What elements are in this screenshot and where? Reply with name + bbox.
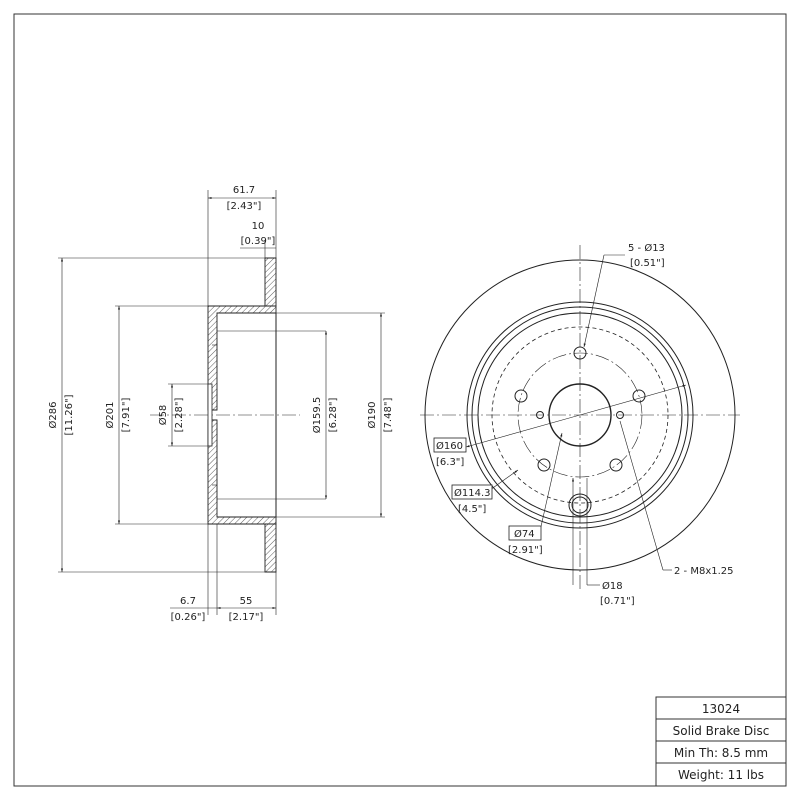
- rotor-ring-top: [264, 257, 277, 307]
- dim-159-5-in: [6.28"]: [328, 398, 339, 433]
- part-weight: Weight: 11 lbs: [678, 768, 764, 782]
- dim-55: 55: [240, 596, 253, 607]
- dim-10-in: [0.39"]: [241, 236, 276, 247]
- drain-hole-inner: [571, 496, 589, 514]
- dim-55-in: [2.17"]: [229, 612, 264, 623]
- label-74: Ø74: [514, 528, 535, 540]
- stud-hole: [632, 389, 646, 403]
- label-160-in: [6.3"]: [436, 457, 464, 468]
- label-m8: 2 - M8x1.25: [674, 566, 734, 577]
- dim-159-5: Ø159.5: [311, 397, 323, 434]
- dim-61-7-in: [2.43"]: [227, 201, 262, 212]
- dim-58: Ø58: [157, 405, 169, 426]
- stud-hole: [573, 346, 587, 360]
- front-view: 5 - Ø13 [0.51"] Ø160 [6.3"] Ø114.3 [4.5"…: [420, 242, 740, 607]
- hat-inner-hidden: [491, 326, 669, 504]
- side-section-view: 61.7 [2.43"] 10 [0.39"] Ø286 [11.26"] Ø2…: [47, 185, 394, 623]
- dim-201-in: [7.91"]: [121, 398, 132, 433]
- bolt-circle: [517, 352, 643, 478]
- label-114-3-in: [4.5"]: [458, 504, 486, 515]
- dim-190-in: [7.48"]: [383, 398, 394, 433]
- title-block: 13024 Solid Brake Disc Min Th: 8.5 mm We…: [655, 696, 787, 787]
- label-stud-holes: 5 - Ø13: [628, 242, 665, 254]
- drawing-frame: [13, 13, 787, 787]
- label-stud-holes-in: [0.51"]: [630, 258, 665, 269]
- label-18-in: [0.71"]: [600, 596, 635, 607]
- dim-58-in: [2.28"]: [174, 398, 185, 433]
- outer-edge: [424, 259, 736, 571]
- hat-wall-bottom: [207, 419, 277, 525]
- center-bore: [548, 383, 612, 447]
- ring-inner-1: [466, 301, 694, 529]
- ring-inner-2: [471, 306, 689, 524]
- part-number: 13024: [702, 702, 740, 716]
- rotor-ring-bottom: [264, 523, 277, 573]
- stud-hole: [609, 458, 623, 472]
- dim-10: 10: [252, 221, 265, 232]
- dim-201: Ø201: [104, 402, 116, 429]
- pilot-face: [207, 383, 213, 447]
- label-18: Ø18: [602, 580, 623, 592]
- dim-286: Ø286: [47, 402, 59, 429]
- threaded-hole: [616, 411, 624, 419]
- stud-hole: [514, 389, 528, 403]
- hat-edge: [477, 312, 683, 518]
- dim-286-in: [11.26"]: [64, 394, 75, 435]
- hat-wall-top: [207, 305, 277, 411]
- dim-6-7: 6.7: [180, 596, 196, 607]
- part-description: Solid Brake Disc: [673, 724, 770, 738]
- threaded-hole: [536, 411, 544, 419]
- dim-6-7-in: [0.26"]: [171, 612, 206, 623]
- dim-61-7: 61.7: [233, 185, 255, 196]
- callout-box-160: [433, 437, 467, 453]
- stud-hole: [537, 458, 551, 472]
- callout-box-74: [508, 525, 542, 541]
- callout-box-114: [451, 484, 493, 500]
- dim-190: Ø190: [366, 402, 378, 429]
- label-74-in: [2.91"]: [508, 545, 543, 556]
- drain-hole: [568, 493, 592, 517]
- label-160: Ø160: [436, 440, 463, 452]
- min-thickness: Min Th: 8.5 mm: [674, 746, 768, 760]
- label-114-3: Ø114.3: [454, 487, 491, 499]
